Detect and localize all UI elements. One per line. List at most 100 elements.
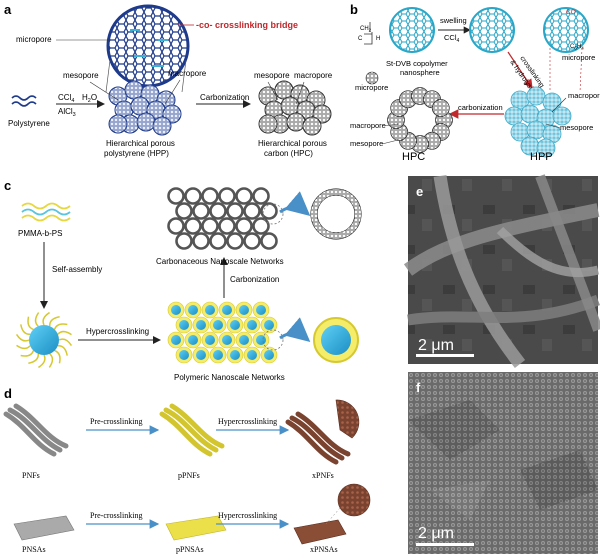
carbon-ring bbox=[260, 232, 278, 250]
hpc-particle bbox=[286, 112, 306, 132]
crosslinked-nanosphere bbox=[543, 7, 589, 53]
polymer-node-core bbox=[179, 350, 189, 360]
carbon-ring bbox=[192, 202, 210, 220]
carbon-ring bbox=[252, 217, 270, 235]
carbon-ring bbox=[209, 202, 227, 220]
polymer-node-core bbox=[213, 350, 223, 360]
hpp-particle bbox=[124, 80, 144, 100]
zoom-marker bbox=[262, 329, 284, 351]
xpnfs-zoom bbox=[335, 399, 360, 439]
panel-e-label: e bbox=[416, 184, 423, 199]
hpp-particle bbox=[136, 112, 156, 132]
ppnfs-label: pPNFs bbox=[178, 471, 200, 480]
panel-b: b CH2 C H St-DVB copolymer nanosphere sw… bbox=[350, 2, 600, 163]
micelle-corona-chain bbox=[38, 354, 46, 369]
svg-text:AlCl3: AlCl3 bbox=[58, 107, 76, 118]
ppnsas-rod bbox=[165, 515, 227, 541]
xpnsas-rod bbox=[293, 519, 347, 545]
panel-f: f 2 μm bbox=[408, 372, 598, 554]
carbon-ring bbox=[175, 232, 193, 250]
pre-crosslinking-label-2: Pre-crosslinking bbox=[90, 511, 142, 520]
scale-label-e: 2 μm bbox=[418, 337, 454, 354]
svg-text:H2O: H2O bbox=[82, 93, 97, 104]
carbon-ring bbox=[252, 187, 270, 205]
pnsas-label: PNSAs bbox=[22, 545, 46, 554]
micelle-corona-chain bbox=[53, 323, 68, 330]
pmma-label: PMMA-b-PS bbox=[18, 229, 62, 238]
sem-image-f bbox=[408, 372, 598, 554]
polymer-node-core bbox=[171, 305, 181, 315]
carbon-ring bbox=[218, 217, 236, 235]
micelle-corona-chain bbox=[20, 324, 31, 336]
micelle-corona-chain bbox=[48, 316, 60, 327]
micelle-corona-chain bbox=[15, 334, 30, 342]
hpp-teal-particle bbox=[520, 104, 540, 124]
polymer-node-core bbox=[213, 320, 223, 330]
polymer-node-core bbox=[196, 350, 206, 360]
hpp-caption-1: Hierarchical porous bbox=[106, 139, 175, 148]
carbon-ring bbox=[201, 187, 219, 205]
self-assembly-label: Self-assembly bbox=[52, 265, 102, 274]
mesopore-label-b2: mesopore bbox=[560, 123, 593, 132]
mesopore-label-2: mesopore bbox=[254, 71, 290, 80]
panel-d: d PNFs Pre-crosslinking pPNFs Hypercross… bbox=[3, 386, 371, 554]
hpp-particle bbox=[130, 96, 150, 116]
polymeric-label: Polymeric Nanoscale Networks bbox=[174, 373, 285, 382]
micelle-corona-chain bbox=[57, 344, 68, 356]
panel-f-label: f bbox=[416, 380, 421, 395]
carbon-ring bbox=[201, 217, 219, 235]
chain-structure-icon bbox=[364, 22, 373, 45]
hpp-teal-cluster bbox=[504, 86, 572, 158]
polymer-node-core bbox=[196, 320, 206, 330]
polymer-node-core bbox=[230, 320, 240, 330]
carbon-ring bbox=[226, 232, 244, 250]
polymer-node-core bbox=[239, 335, 249, 345]
macropore-label-b2: macropore bbox=[568, 91, 600, 100]
micropore-label-b: micropore bbox=[355, 83, 388, 92]
ppnfs-fibers bbox=[159, 403, 225, 457]
xpnfs-fibers bbox=[285, 411, 351, 465]
svg-text:CCl4: CCl4 bbox=[444, 33, 460, 44]
hpp-cluster bbox=[108, 80, 182, 136]
macropore-label-b: macropore bbox=[350, 121, 386, 130]
carbonaceous-network bbox=[167, 187, 284, 250]
carbon-ring bbox=[167, 217, 185, 235]
hpp-label: HPP bbox=[530, 151, 553, 163]
hpc-particle bbox=[274, 80, 294, 100]
panel-c: c PMMA-b-PS Self-assembly Hypercrosslink… bbox=[4, 178, 362, 382]
svg-text:H: H bbox=[376, 36, 380, 42]
hpp-teal-particle bbox=[504, 106, 524, 126]
scale-bar-e bbox=[416, 354, 474, 357]
hypercrosslinking-label-1: Hypercrosslinking bbox=[218, 417, 277, 426]
polymer-node-core bbox=[171, 335, 181, 345]
polymer-node-core bbox=[247, 350, 257, 360]
carbon-ring bbox=[243, 232, 261, 250]
carbon-ring bbox=[260, 202, 278, 220]
xpnfs-label: xPNFs bbox=[312, 471, 334, 480]
swollen-nanosphere bbox=[469, 7, 515, 53]
micelle-corona-chain bbox=[58, 338, 73, 346]
panel-e: e 2 μm bbox=[403, 174, 600, 369]
micelle-corona-chain bbox=[27, 316, 34, 331]
hpc-particle bbox=[280, 96, 300, 116]
polymer-node-core bbox=[256, 335, 266, 345]
polymer-node-core bbox=[239, 305, 249, 315]
carbon-ring bbox=[192, 232, 210, 250]
micropore-detail bbox=[365, 71, 379, 85]
svg-text:CCl4: CCl4 bbox=[58, 93, 74, 104]
micelle-corona-chain bbox=[57, 330, 72, 336]
hpc-label: HPC bbox=[402, 151, 425, 163]
hpc-caption-2: carbon (HPC) bbox=[264, 149, 313, 158]
carbonization-label-c: Carbonization bbox=[230, 275, 279, 284]
micropore-label: micropore bbox=[16, 35, 52, 44]
hypercrosslinking-label-2: Hypercrosslinking bbox=[218, 511, 277, 520]
carbon-ring bbox=[184, 217, 202, 235]
polymer-node-core bbox=[222, 305, 232, 315]
swelling-label: swelling bbox=[440, 16, 467, 25]
xpnsas-zoom bbox=[337, 483, 371, 517]
hpp-teal-particle bbox=[536, 138, 556, 158]
pnfs-fibers bbox=[3, 403, 69, 457]
carbon-ring bbox=[167, 187, 185, 205]
polymer-chain-icon bbox=[11, 95, 37, 101]
